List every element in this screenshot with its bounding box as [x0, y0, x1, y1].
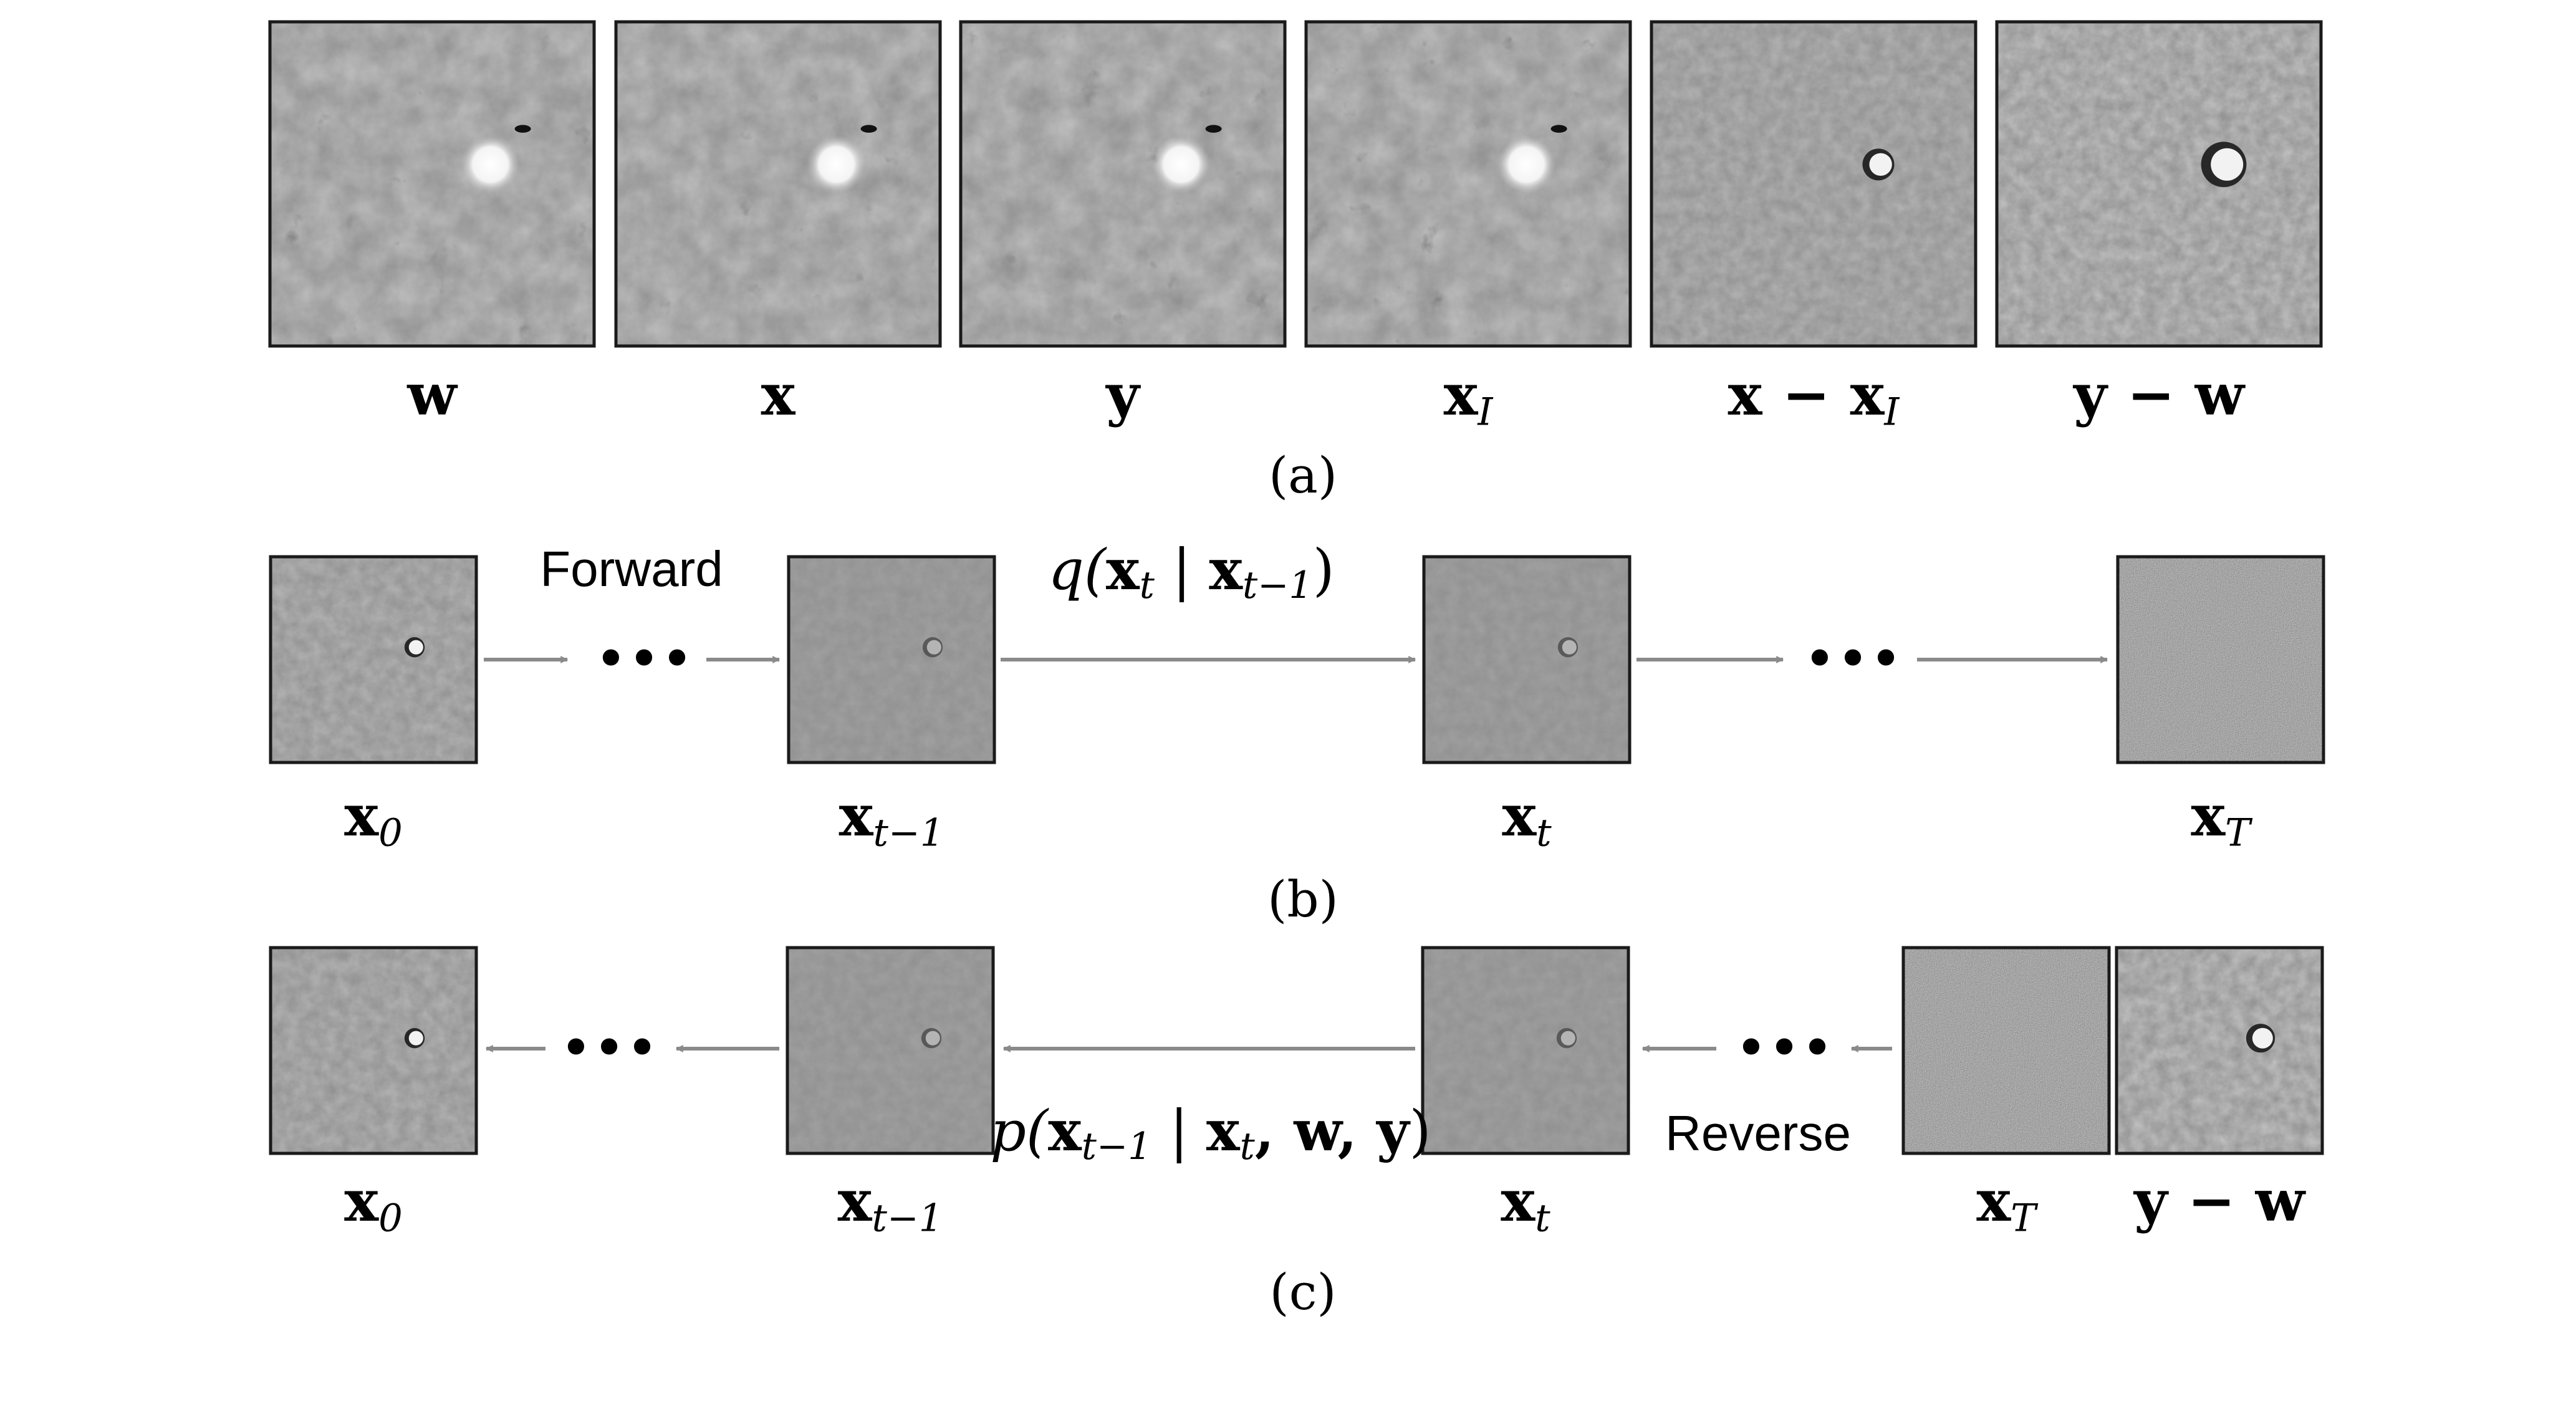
forward-label: Forward — [540, 541, 723, 597]
panel-c-label-3-main: x — [1501, 1167, 1536, 1234]
caption-c: (c) — [1269, 1263, 1336, 1321]
panel-c-label-1: x0 — [344, 1167, 403, 1241]
panel-c-label-4-sub: T — [2011, 1197, 2039, 1241]
p-close: ) — [1409, 1099, 1431, 1164]
reverse-ellipsis-1: ••• — [1734, 1016, 1833, 1081]
panel-c-label-2-main: x — [838, 1167, 873, 1234]
panel-a-label-4-sub: I — [1477, 391, 1493, 435]
panel-a-label-6-main: y − w — [2072, 361, 2246, 428]
panel-c-label-3-sub: t — [1535, 1197, 1550, 1241]
panel-b-label-3: xt — [1502, 782, 1552, 855]
panel-a-image-4 — [1304, 20, 1632, 348]
reverse-label: Reverse — [1665, 1105, 1851, 1161]
q-symbol: q( — [1048, 537, 1107, 603]
panel-b-image-1 — [269, 555, 478, 764]
panel-b-label-4: xT — [2191, 782, 2253, 855]
forward-transition-label: q(xt | xt−1) — [1048, 537, 1334, 607]
panel-c-label-4-main: x — [1976, 1167, 2011, 1234]
panel-a-label-3-main: y — [1105, 361, 1141, 428]
panel-a-label-5-sub: I — [1883, 391, 1900, 435]
panel-b-label-1-sub: 0 — [378, 812, 403, 855]
panel-b-label-1-main: x — [344, 782, 379, 849]
reverse-ellipsis-2: ••• — [559, 1016, 658, 1081]
panel-c-label-1-sub: 0 — [378, 1197, 403, 1241]
panel-a-image-5 — [1650, 20, 1978, 348]
panel-c-image-2 — [786, 946, 995, 1155]
q-x1: x — [1106, 537, 1140, 603]
q-bar: | — [1155, 537, 1209, 603]
panel-b-label-3-sub: t — [1536, 812, 1552, 855]
panel-b-label-2-main: x — [839, 782, 874, 849]
p-bar: | — [1151, 1099, 1206, 1164]
forward-ellipsis-1: ••• — [594, 627, 693, 692]
panel-c-image-4 — [1901, 946, 2111, 1155]
panel-c-label-3: xt — [1501, 1167, 1550, 1241]
p-x2: x — [1206, 1098, 1241, 1164]
q-close: ) — [1313, 537, 1335, 603]
q-s2: t−1 — [1242, 564, 1313, 607]
p-s1: t−1 — [1082, 1125, 1152, 1168]
panel-c-image-5 — [2115, 946, 2324, 1155]
p-x1: x — [1048, 1098, 1082, 1164]
panel-c-label-2-sub: t−1 — [872, 1197, 943, 1241]
panel-a-image-2 — [614, 20, 942, 348]
forward-ellipsis-2: ••• — [1803, 627, 1902, 692]
panel-a-label-1: w — [406, 361, 458, 428]
panel-a-label-5: x − xI — [1728, 361, 1900, 435]
panel-a-label-2-main: x — [761, 361, 796, 428]
panel-a-image-1 — [268, 20, 596, 348]
panel-c-label-5-main: y − w — [2133, 1167, 2307, 1234]
p-rest: , w, y — [1255, 1098, 1411, 1164]
panel-b-label-2-sub: t−1 — [873, 812, 944, 855]
panel-b-label-3-main: x — [1502, 782, 1537, 849]
reverse-transition-label: p(xt−1 | xt, w, y) — [990, 1098, 1431, 1168]
panel-a-image-3 — [959, 20, 1287, 348]
panel-c-label-5: y − w — [2133, 1167, 2307, 1234]
panel-b-label-1: x0 — [344, 782, 403, 855]
panel-b-image-4 — [2116, 555, 2325, 764]
panel-c-image-1 — [269, 946, 478, 1155]
panel-c-label-1-main: x — [344, 1167, 379, 1234]
caption-b: (b) — [1267, 870, 1338, 928]
panel-a-label-4-main: x — [1444, 361, 1479, 428]
p-s2: t — [1240, 1125, 1256, 1168]
panel-a-label-3: y — [1105, 361, 1141, 428]
q-s1: t — [1140, 564, 1155, 607]
panel-c-label-2: xt−1 — [838, 1167, 943, 1241]
arrows: ••• ••• ••• ••• — [484, 627, 2108, 1081]
p-symbol: p( — [990, 1099, 1049, 1164]
panel-b-image-3 — [1422, 555, 1632, 764]
q-x2: x — [1209, 537, 1243, 603]
panel-b-label-4-sub: T — [2225, 812, 2253, 855]
panel-a-label-6: y − w — [2072, 361, 2246, 428]
panel-c-label-4: xT — [1976, 1167, 2039, 1241]
panel-b-label-4-main: x — [2191, 782, 2226, 849]
panel-b-label-2: xt−1 — [839, 782, 944, 855]
panel-a-label-5-main: x − x — [1728, 361, 1885, 428]
panel-c-image-3 — [1421, 946, 1630, 1155]
panel-a-label-2: x — [761, 361, 796, 428]
panel-a-label-1-main: w — [406, 361, 458, 428]
panel-a-image-6 — [1995, 20, 2323, 348]
caption-a: (a) — [1269, 446, 1337, 504]
panel-a-label-4: xI — [1444, 361, 1494, 435]
panel-b-image-2 — [787, 555, 996, 764]
